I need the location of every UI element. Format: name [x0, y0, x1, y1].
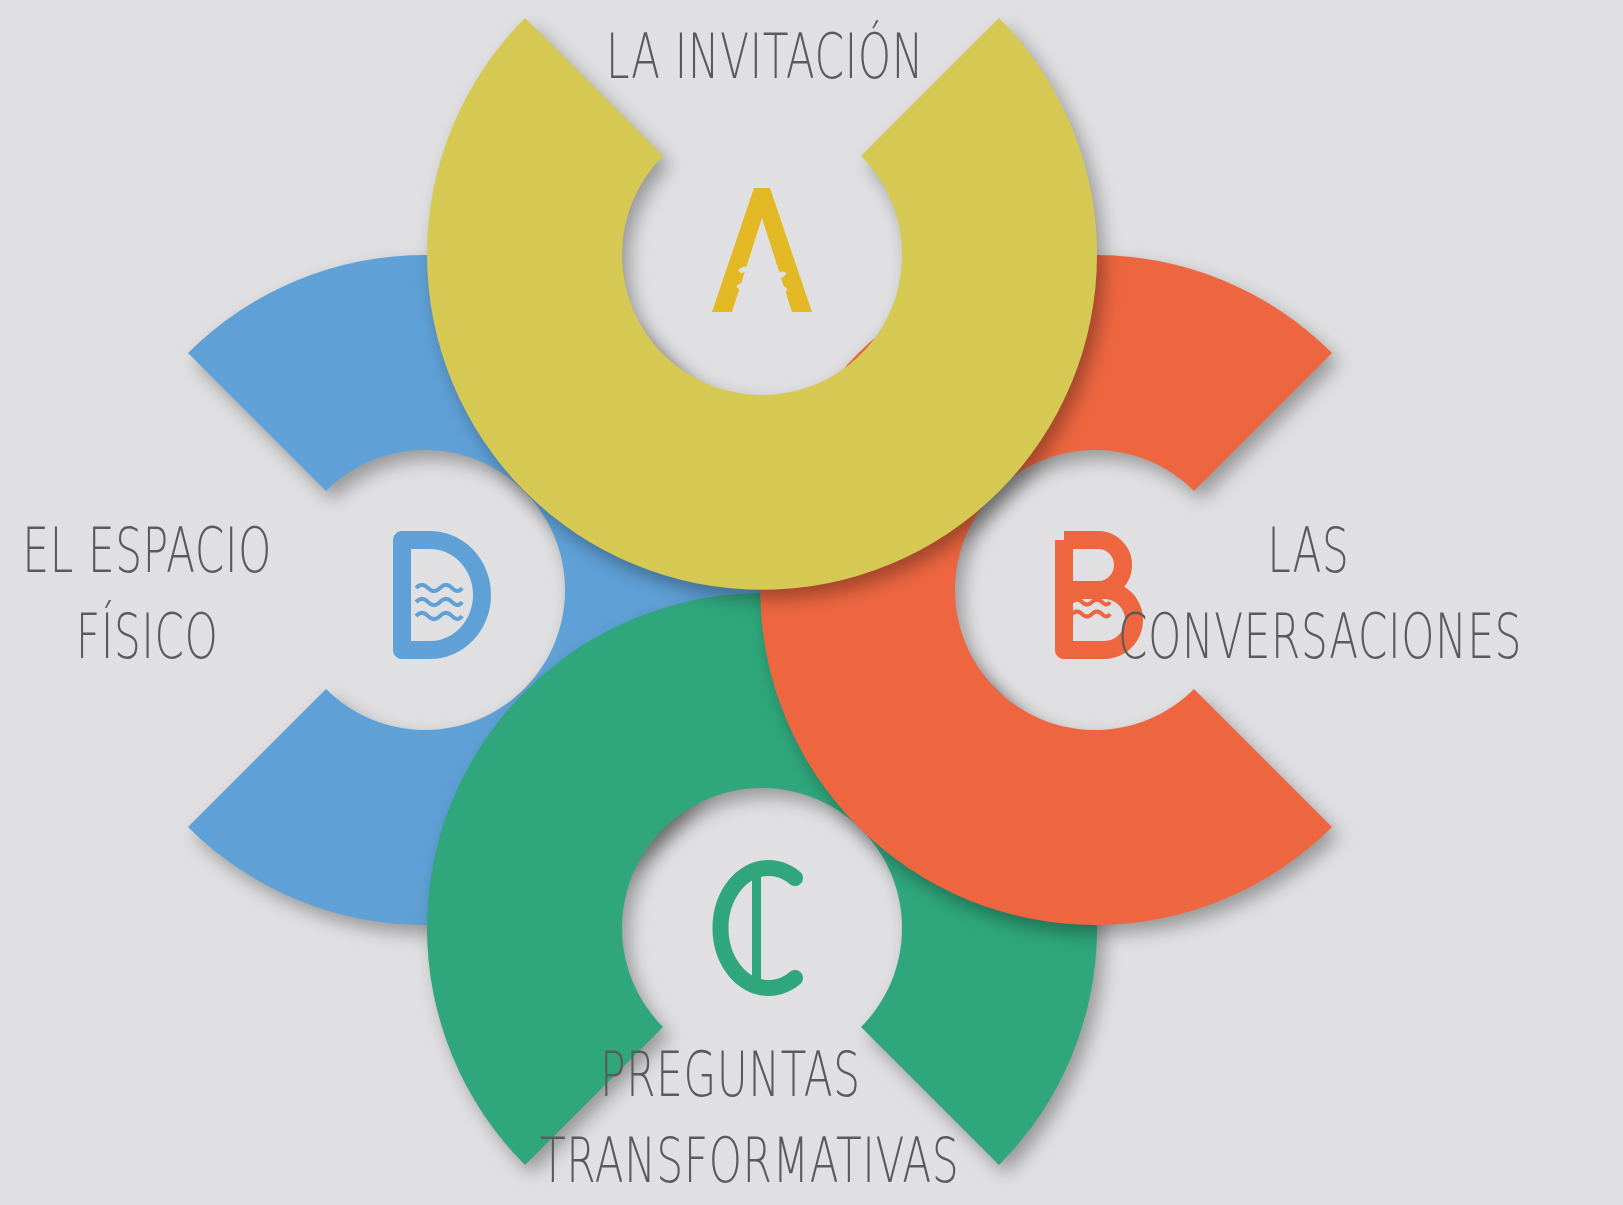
- petal-a-ring: [426, 18, 1097, 590]
- label-las-conversaciones: LAS CONVERSACIONES: [1118, 508, 1523, 680]
- label-b-line2: CONVERSACIONES: [1118, 600, 1523, 673]
- label-d-line1: EL ESPACIO: [22, 514, 273, 587]
- label-b-line1: LAS: [1267, 514, 1350, 587]
- letter-a-wave-icon: A: [712, 188, 812, 312]
- letter-b-wave-icon: B: [1055, 531, 1143, 659]
- label-c-line2: TRANSFORMATIVAS: [540, 1124, 960, 1197]
- label-la-invitacion: LA INVITACIÓN: [606, 14, 924, 100]
- label-a-text: LA INVITACIÓN: [606, 20, 924, 93]
- label-d-line2: FÍSICO: [75, 600, 219, 673]
- petal-a: [426, 18, 1097, 590]
- label-preguntas-transformativas: PREGUNTAS TRANSFORMATIVAS: [540, 1032, 960, 1204]
- letter-c-icon: C: [712, 860, 803, 996]
- label-c-line1: PREGUNTAS: [600, 1038, 861, 1111]
- label-el-espacio-fisico: EL ESPACIO FÍSICO: [18, 508, 276, 680]
- letter-d-wave-icon: D: [393, 531, 491, 659]
